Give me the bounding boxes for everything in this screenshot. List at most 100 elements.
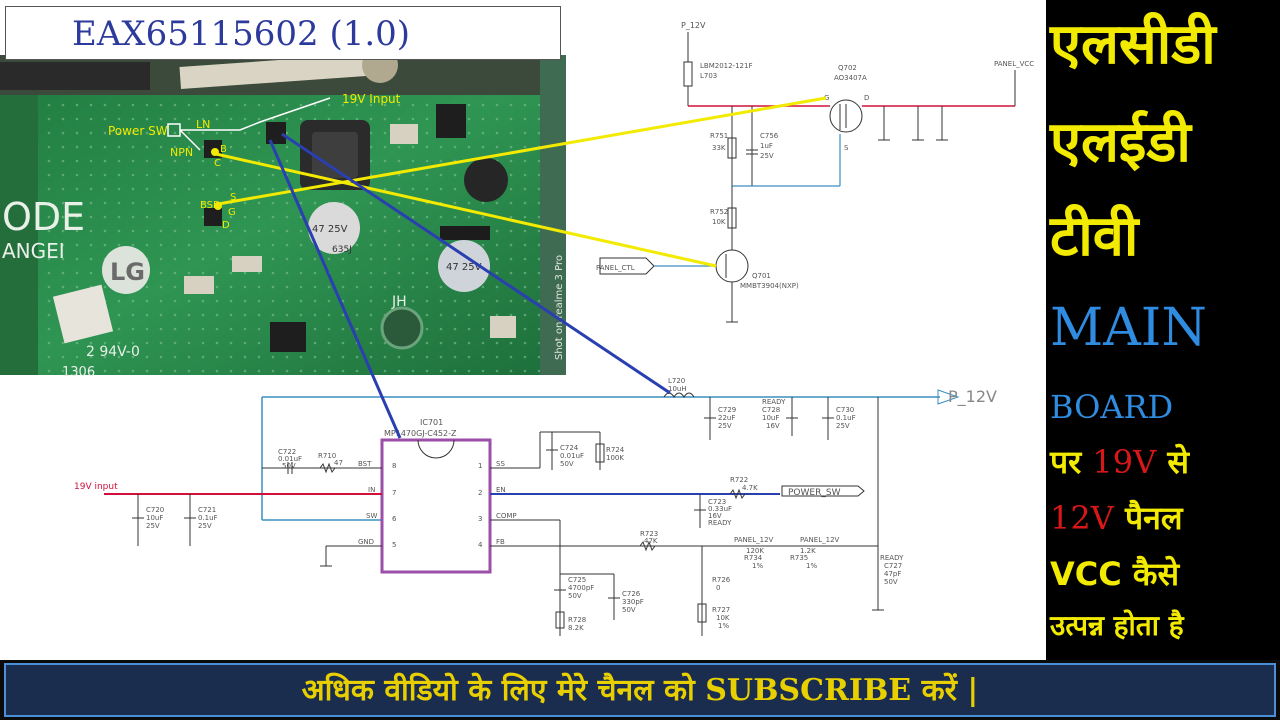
bottom-c730-val: 0.1uF <box>836 414 856 422</box>
pcb-cap-3 <box>464 158 508 202</box>
bottom-pin-sw: SW <box>366 512 377 520</box>
pcb-silk-jh: JH <box>391 294 407 310</box>
pcb-silk-94v: 2 94V-0 <box>86 344 140 360</box>
bottom-power-sw-port <box>781 485 865 497</box>
side-text-panel: पैनल <box>1113 499 1183 537</box>
top-q702-part: AO3407A <box>834 74 867 82</box>
bottom-r727-ref: R727 <box>712 606 730 614</box>
bottom-pin-en: EN <box>496 486 506 494</box>
bottom-pin-bst: BST <box>358 460 372 468</box>
bottom-c729-val: 22uF <box>718 414 735 422</box>
side-line-main: MAIN <box>1050 298 1207 358</box>
bottom-c724-val: 0.01uF <box>560 452 584 460</box>
side-text-se: से <box>1156 443 1190 481</box>
bottom-l720-val: 10uH <box>668 385 687 393</box>
top-c756-val: 1uF <box>760 142 773 150</box>
bottom-c726-ref: C726 <box>622 590 641 598</box>
pcb-side-strip <box>0 95 38 375</box>
side-line-12v: 12V पैनल <box>1050 496 1183 539</box>
bottom-r727-val: 10K <box>716 614 730 622</box>
bottom-c722-ref: C722 <box>278 448 296 456</box>
bottom-pin7: 7 <box>392 489 396 497</box>
bottom-r726-val: 0 <box>716 584 720 592</box>
bottom-r728-ref: R728 <box>568 616 586 624</box>
bottom-c725-ref: C725 <box>568 576 586 584</box>
pcb-inductor-core <box>312 132 358 178</box>
bottom-ic-notch <box>417 439 455 459</box>
pcb-label-npn: NPN <box>170 146 193 159</box>
pcb-chip-10 <box>232 256 262 272</box>
side-line-vcc: VCC कैसे <box>1050 555 1180 593</box>
top-r751-ref: R751 <box>710 132 728 140</box>
pcb-cap-1 <box>308 202 360 254</box>
bottom-c726-v: 50V <box>622 606 636 614</box>
bottom-c724-ref: C724 <box>560 444 579 452</box>
pcb-cap-1-label: 47 25V <box>312 224 348 235</box>
bottom-c727-v: 50V <box>884 578 898 586</box>
bottom-r723 <box>639 540 656 552</box>
schematic-bottom: P_12V L720 10uH C729 22uF 25V READY C728… <box>74 377 997 636</box>
pcb-white-trace-2 <box>179 129 201 151</box>
pcb-white-label <box>179 53 381 89</box>
side-line-generated: उत्पन्न होता है <box>1050 609 1184 642</box>
top-mosfet-s: S <box>844 144 849 152</box>
pcb-photo: ODE ANGEI 2 94V-0 1306 JH Shot on realme… <box>0 47 566 380</box>
bottom-ready-2: READY <box>708 519 732 527</box>
bottom-c721-val: 0.1uF <box>198 514 218 522</box>
board-code-label: EAX65115602 (1.0) <box>5 6 561 60</box>
callout-lines <box>215 96 827 439</box>
bottom-c722-val: 0.01uF <box>278 455 302 463</box>
bottom-pin3: 3 <box>478 515 482 523</box>
bottom-r735-val: 1.2K <box>800 547 816 555</box>
pcb-chip-1 <box>436 104 466 138</box>
pcb-label-power-sw: Power SW <box>108 124 168 138</box>
bottom-pin5: 5 <box>392 541 396 549</box>
pcb-chip-2 <box>270 322 306 352</box>
top-panel-ctl-label: PANEL_CTL <box>596 264 635 272</box>
bottom-c723-val: 0.33uF <box>708 505 732 513</box>
lg-logo-letters: LG <box>110 258 145 286</box>
bottom-r735-ref: R735 <box>790 554 808 562</box>
bottom-ic-ref: IC701 <box>420 418 443 427</box>
lg-logo <box>102 246 150 294</box>
bottom-r734-val: 120K <box>746 547 764 555</box>
bottom-pin-fb: FB <box>496 538 505 546</box>
pcb-silk-ode: ODE <box>2 195 85 239</box>
callout-blue-inductor <box>281 132 671 395</box>
pcb-connector <box>0 62 150 90</box>
bottom-pin-ss: SS <box>496 460 505 468</box>
bottom-c728-val: 10uF <box>762 414 779 422</box>
bottom-19v-label: 19V input <box>74 482 118 492</box>
side-line-19v: पर 19V से <box>1050 440 1189 483</box>
bottom-r734-pct: 1% <box>752 562 763 570</box>
bottom-c728-ref: C728 <box>762 406 780 414</box>
bottom-c721-ref: C721 <box>198 506 216 514</box>
pcb-label-19v: 19V Input <box>342 92 401 106</box>
pcb-label-bsd: BSD <box>200 200 221 211</box>
bottom-c730-v: 25V <box>836 422 850 430</box>
bottom-r735-pct: 1% <box>806 562 817 570</box>
subscribe-banner-text: अधिक वीडियो के लिए मेरे चैनल को SUBSCRIB… <box>301 673 979 708</box>
top-transistor-q701 <box>715 249 749 283</box>
bottom-c720-v: 25V <box>146 522 160 530</box>
bottom-l720-ref: L720 <box>668 377 685 385</box>
bottom-r710-val: 47 <box>334 459 343 467</box>
callout-yellow-transistor <box>215 152 717 268</box>
bottom-r723-ref: R723 <box>640 530 658 538</box>
top-l703-ref: L703 <box>700 72 717 80</box>
top-mosfet-g: G <box>824 94 829 102</box>
bottom-c725-v: 50V <box>568 592 582 600</box>
bottom-c724-v: 50V <box>560 460 574 468</box>
side-line-tv: टीवी <box>1050 204 1139 269</box>
bottom-pin-comp: COMP <box>496 512 517 520</box>
schematic-top: P_12V LBM2012-121F L703 PANEL_VCC Q702 A… <box>596 21 1034 323</box>
pcb-screw-hole <box>380 306 424 350</box>
top-q701-ref: Q701 <box>752 272 771 280</box>
side-text-panel: एलसीडी एलईडी टीवी MAIN BOARD पर 19V से 1… <box>1046 0 1280 660</box>
callout-yellow-mosfet <box>217 96 827 206</box>
bottom-r728-val: 8.2K <box>568 624 584 632</box>
bottom-ic-mp1470 <box>380 438 492 574</box>
bottom-c729-v: 25V <box>718 422 732 430</box>
bottom-r724-ref: R724 <box>606 446 625 454</box>
